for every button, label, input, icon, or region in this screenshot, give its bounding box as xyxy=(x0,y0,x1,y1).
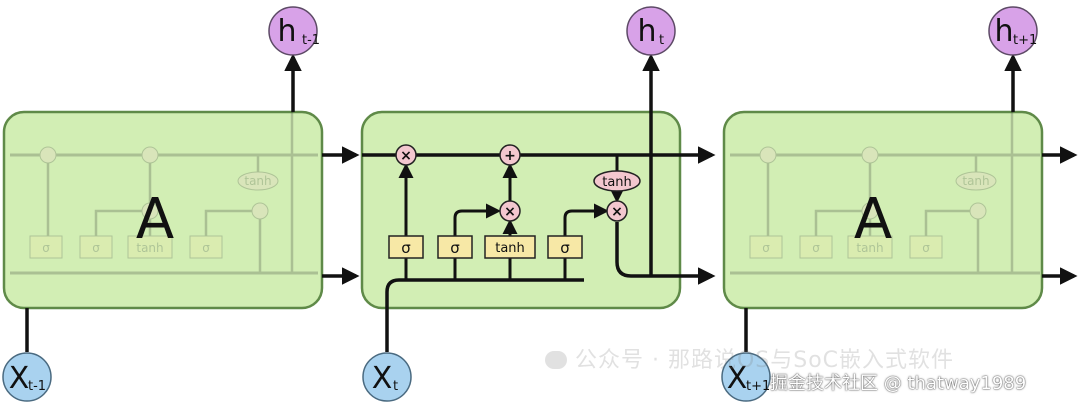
output-h-prev-sub: t-1 xyxy=(302,33,320,48)
sigma-gate-forget xyxy=(388,235,424,259)
sigma-gate-input xyxy=(437,235,473,259)
ghost-sigma-2: σ xyxy=(92,241,100,255)
output-multiply-symbol: × xyxy=(611,204,623,220)
output-h-prev-main: h xyxy=(277,14,296,49)
input-x-prev-main: X xyxy=(9,361,30,396)
tanh-gate xyxy=(484,235,536,259)
wechat-watermark-text: 公众号 · 那路说OS与SoC嵌入式软件 xyxy=(575,348,955,373)
cell-label-right: A xyxy=(854,187,892,252)
output-h-current: h t xyxy=(626,6,676,56)
ghost-tanh-3: tanh xyxy=(856,241,883,255)
input-x-prev-sub: t-1 xyxy=(28,379,46,394)
hidden-state-out xyxy=(615,222,716,285)
cell-left-ghost-internals: σ σ tanh σ tanh xyxy=(10,112,318,275)
ghost-sigma-4: σ xyxy=(762,241,770,255)
add-symbol: + xyxy=(504,148,516,164)
output-h-next-sub: t+1 xyxy=(1013,33,1037,48)
juejin-watermark: 掘金技术社区 @ thatway1989 xyxy=(770,373,1027,394)
output-h-prev: h t-1 xyxy=(268,6,320,56)
ghost-tanh-4: tanh xyxy=(962,174,989,188)
input-x-current: X t xyxy=(362,352,412,402)
sigma-gate-forget-label: σ xyxy=(401,239,411,257)
cell-right-ghost-internals: σ σ tanh σ tanh xyxy=(730,112,1040,275)
ghost-sigma-5: σ xyxy=(812,241,820,255)
output-h-current-sub: t xyxy=(659,33,664,48)
ghost-sigma-6: σ xyxy=(922,241,930,255)
tanh-gate-label: tanh xyxy=(495,241,525,256)
lstm-cell-middle: σ σ tanh σ × + × × tanh xyxy=(360,53,716,352)
input-x-current-main: X xyxy=(372,361,393,396)
lstm-cell-left: σ σ tanh σ tanh A xyxy=(2,110,324,310)
tanh-op-label: tanh xyxy=(602,175,632,190)
input-gate-arrow xyxy=(453,203,501,236)
output-h-next: h t+1 xyxy=(988,6,1038,56)
forget-multiply-symbol: × xyxy=(400,148,412,164)
cell-box-middle xyxy=(360,110,682,310)
input-x-current-sub: t xyxy=(393,379,398,394)
input-multiply-symbol: × xyxy=(504,204,516,220)
cell-label-left: A xyxy=(136,187,174,252)
ghost-sigma-1: σ xyxy=(42,241,50,255)
input-x-next-sub: t+1 xyxy=(746,379,770,394)
input-x-next-main: X xyxy=(727,361,748,396)
wechat-icon xyxy=(545,351,567,369)
cell-box-right xyxy=(722,110,1044,310)
sigma-gate-output-label: σ xyxy=(560,239,570,257)
sigma-gate-input-label: σ xyxy=(450,239,460,257)
ghost-sigma-3: σ xyxy=(202,241,210,255)
tanh-op xyxy=(593,170,641,192)
output-multiply-op xyxy=(606,200,628,222)
cell-box-left xyxy=(2,110,324,310)
input-x-prev: X t-1 xyxy=(2,352,52,402)
ghost-tanh-2: tanh xyxy=(244,174,271,188)
concat-input-line xyxy=(385,278,584,352)
forget-multiply-op xyxy=(395,144,417,166)
output-gate-arrow xyxy=(563,203,609,236)
input-multiply-op xyxy=(499,200,521,222)
ghost-tanh-1: tanh xyxy=(136,241,163,255)
wechat-watermark: 公众号 · 那路说OS与SoC嵌入式软件 xyxy=(545,342,954,374)
input-x-next: X t+1 xyxy=(721,352,771,402)
lstm-cell-right: σ σ tanh σ tanh A xyxy=(722,110,1044,310)
sigma-gate-output xyxy=(547,235,583,259)
output-h-current-main: h xyxy=(637,14,656,49)
add-op xyxy=(499,144,521,166)
output-h-next-main: h xyxy=(994,14,1013,49)
